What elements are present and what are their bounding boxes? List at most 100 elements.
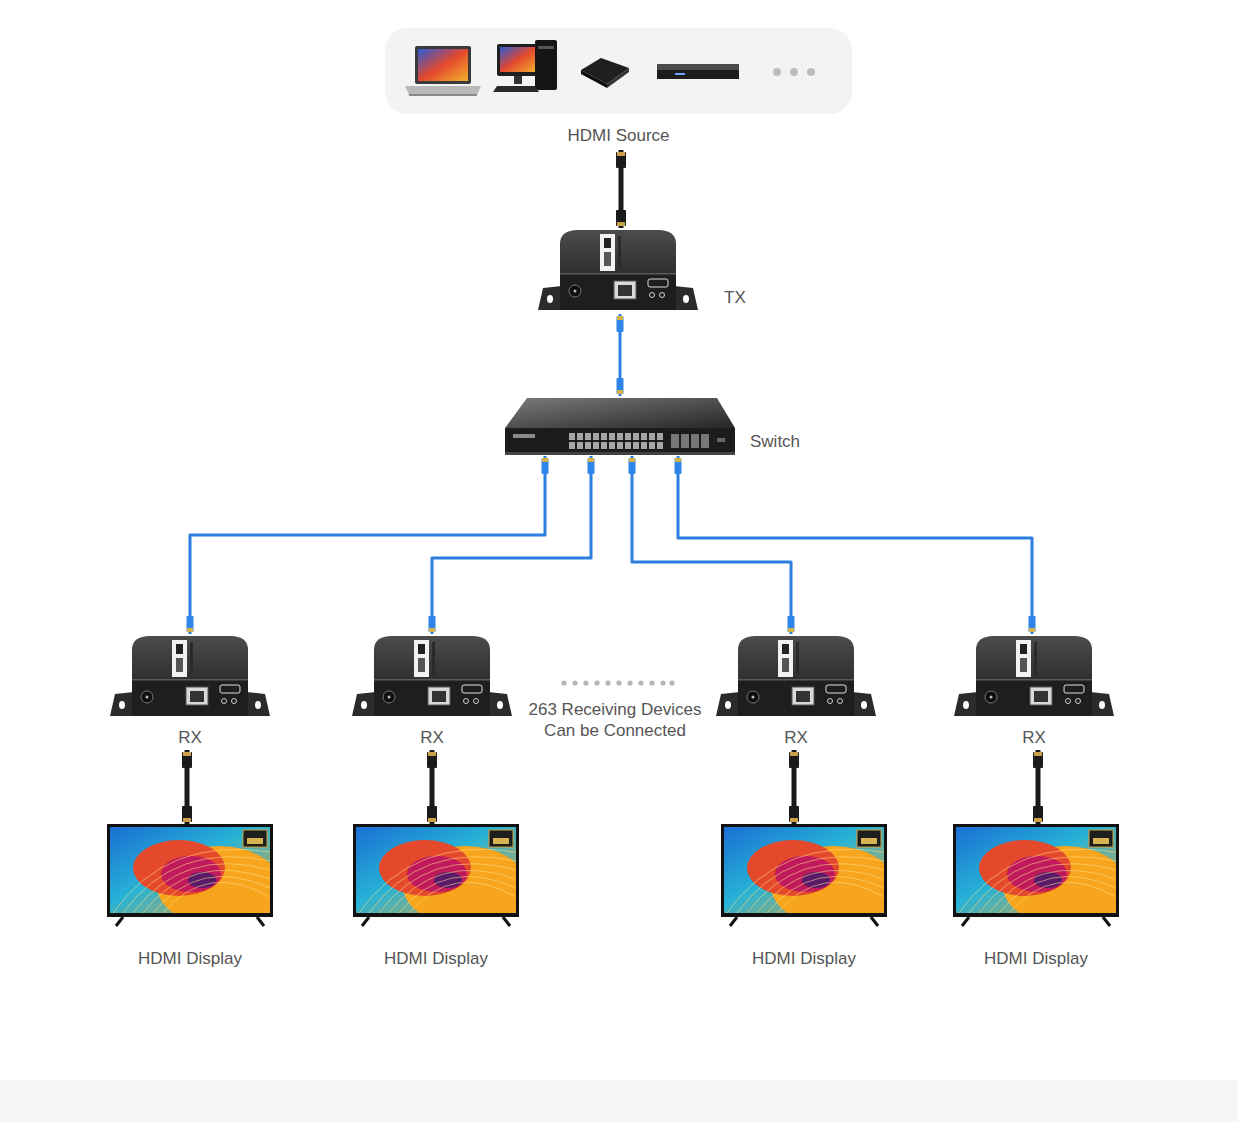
box-front — [560, 274, 676, 310]
hd-badge-mark — [247, 838, 263, 844]
lan-plug-tip — [675, 458, 681, 462]
cable-group — [616, 150, 626, 228]
hdmi-plug — [616, 152, 626, 168]
tv-foot — [1103, 917, 1110, 926]
hdmi-plug — [1033, 806, 1043, 822]
switch-port — [617, 442, 623, 449]
swirl-line — [989, 870, 1116, 913]
tv-illustration — [107, 824, 273, 928]
hdmi-plug — [427, 752, 437, 768]
switch-port — [585, 442, 591, 449]
cable-group — [429, 456, 595, 634]
player-front — [657, 70, 739, 79]
hd-badge-mark — [493, 838, 509, 844]
led — [232, 699, 237, 704]
led — [1076, 699, 1081, 704]
hdmi-plug-tip — [1034, 752, 1042, 756]
swirl-line — [767, 876, 884, 913]
box-body — [132, 636, 248, 716]
lan-plug-tip — [187, 628, 193, 632]
ear-hole — [683, 295, 689, 303]
led — [464, 699, 469, 704]
dot — [561, 680, 566, 685]
hdmi-display: HDMI Display — [353, 824, 519, 974]
switch-top — [505, 398, 735, 428]
more-dot — [790, 68, 798, 76]
box-front — [738, 680, 854, 716]
swirl-line — [777, 882, 884, 913]
box-body — [560, 230, 676, 310]
keyboard — [493, 86, 539, 92]
ear-hole — [547, 295, 553, 303]
swirl — [979, 840, 1071, 896]
swirl-line — [1009, 882, 1116, 913]
top-stripe — [618, 236, 621, 268]
hdmi-plug-tip — [428, 818, 436, 822]
sticker-mark — [418, 644, 425, 654]
lan-plug-tip — [617, 316, 623, 320]
hdmi-display: HDMI Display — [107, 824, 273, 974]
box-front — [132, 680, 248, 716]
mount-ear — [488, 692, 512, 716]
hdmi-display: HDMI Display — [721, 824, 887, 974]
dc-pin — [388, 696, 391, 699]
lan-port — [186, 687, 208, 705]
lan-plug — [788, 616, 795, 632]
sticker-mark — [176, 644, 183, 654]
network-switch: Switch — [505, 396, 810, 456]
dc-jack — [141, 691, 153, 703]
ear-hole — [255, 701, 261, 709]
lan-cable — [632, 456, 791, 634]
switch-port — [577, 433, 583, 440]
switch-port — [649, 442, 655, 449]
swirl-line — [409, 882, 516, 913]
top-sticker — [414, 640, 429, 677]
hdmi-plug-tip — [790, 818, 798, 822]
top-sticker — [778, 640, 793, 677]
more-dot — [807, 68, 815, 76]
lan-port — [792, 687, 814, 705]
hdmi-plug — [616, 210, 626, 226]
hdmi-plug-tip — [183, 752, 191, 756]
switch-port — [601, 433, 607, 440]
dc-pin — [990, 696, 993, 699]
lan-plug — [1029, 616, 1036, 632]
node-label: HDMI Display — [384, 949, 488, 969]
tv-box — [581, 58, 629, 84]
sticker-mark — [604, 252, 611, 266]
sticker-mark — [1020, 644, 1027, 654]
top-sticker — [1016, 640, 1031, 677]
top-stripe — [190, 642, 193, 674]
receiver: RX — [110, 634, 270, 750]
hd-badge — [1089, 830, 1113, 847]
switch-port — [633, 442, 639, 449]
lan-cable — [190, 456, 545, 634]
switch-bottom — [505, 452, 735, 455]
mount-ear — [538, 286, 562, 310]
sticker-mark — [782, 644, 789, 654]
laptop-display — [418, 49, 468, 81]
switch-port — [625, 442, 631, 449]
lan-cable — [432, 456, 591, 634]
sticker-mark — [604, 238, 611, 248]
box-body — [976, 636, 1092, 716]
ear-hole — [119, 701, 125, 709]
hd-badge — [857, 830, 881, 847]
switch-port — [641, 442, 647, 449]
switch-illustration — [505, 396, 735, 456]
tv-foot — [257, 917, 264, 926]
dot — [583, 680, 588, 685]
switch-port — [609, 433, 615, 440]
switch-port — [569, 442, 575, 449]
box-illustration — [352, 634, 512, 718]
ellipsis-dots — [561, 680, 674, 685]
swirl-line — [163, 882, 270, 913]
switch-port — [609, 442, 615, 449]
dc-jack — [747, 691, 759, 703]
tv-illustration — [953, 824, 1119, 928]
dot — [627, 680, 632, 685]
dot — [660, 680, 665, 685]
swirl-line — [389, 870, 516, 913]
swirl-line — [379, 864, 516, 913]
